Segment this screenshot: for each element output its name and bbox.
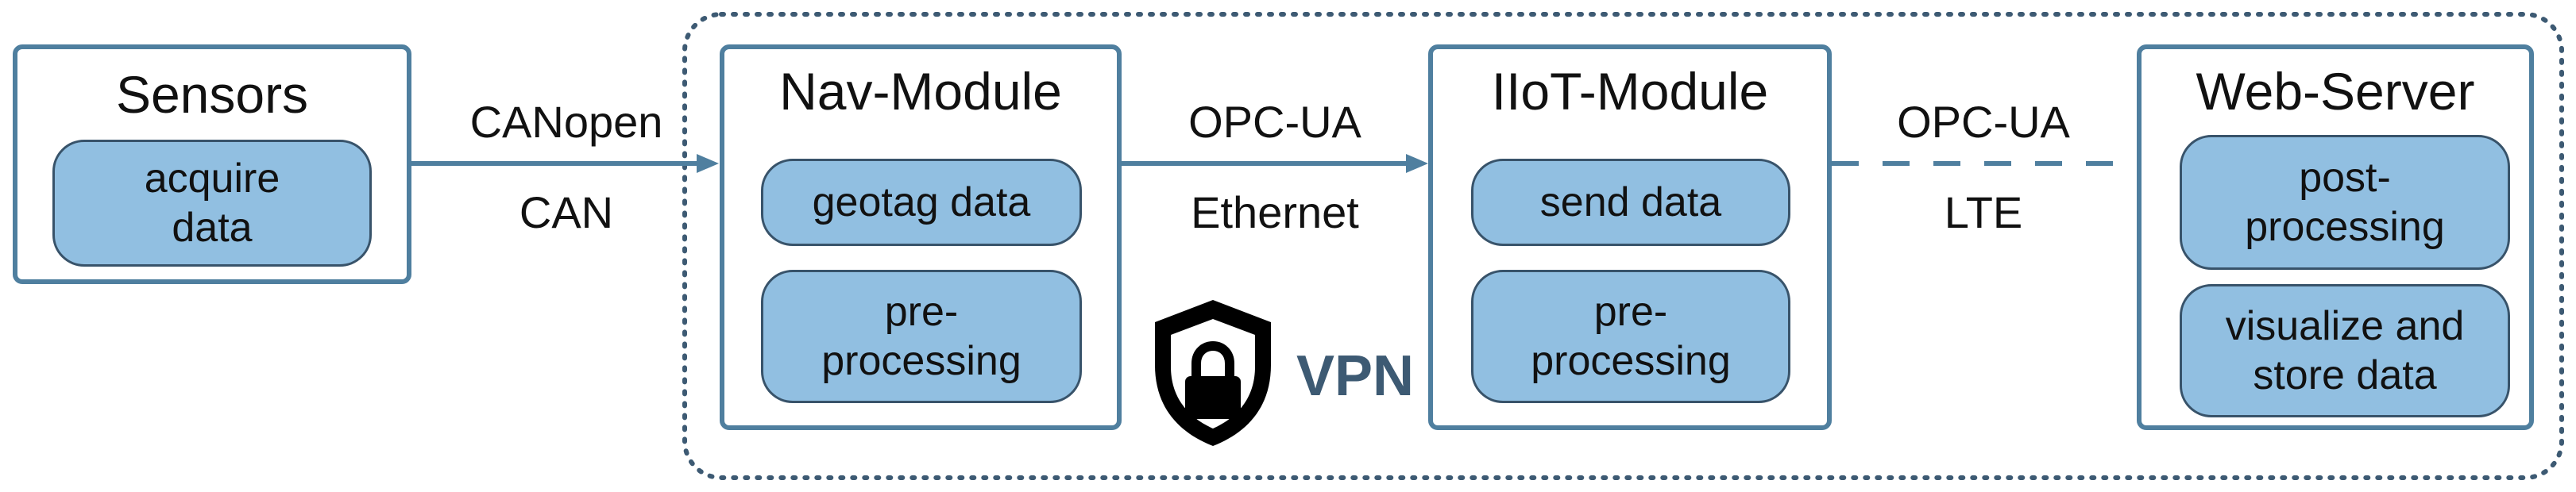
link-ethernet-arrowhead (1406, 154, 1428, 173)
link-can-medium: CAN (519, 187, 614, 237)
sensors-module: Sensors acquire data (13, 44, 411, 284)
link-lte-medium: LTE (1944, 187, 2023, 237)
geotag-data-task: geotag data (761, 159, 1082, 246)
send-data-task: send data (1471, 159, 1790, 246)
post-processing-task: post- processing (2180, 135, 2510, 270)
sensors-title: Sensors (115, 65, 309, 124)
nav-pre-processing-task: pre- processing (761, 270, 1082, 403)
nav-module: Nav-Module geotag data pre- processing (720, 44, 1122, 430)
iiot-module-title: IIoT-Module (1491, 62, 1769, 121)
iiot-module: IIoT-Module send data pre- processing (1428, 44, 1832, 430)
vpn-label: VPN (1296, 344, 1415, 408)
link-ethernet-medium: Ethernet (1191, 187, 1359, 237)
web-server-title: Web-Server (2196, 62, 2475, 121)
link-ethernet-protocol: OPC-UA (1188, 97, 1361, 147)
link-can-protocol: CANopen (469, 97, 663, 147)
nav-module-title: Nav-Module (779, 62, 1062, 121)
web-server-module: Web-Server post- processing visualize an… (2137, 44, 2534, 430)
link-lte-protocol: OPC-UA (1897, 97, 2070, 147)
visualize-store-task: visualize and store data (2180, 284, 2510, 417)
shield-lock-icon (1155, 300, 1271, 446)
iiot-pre-processing-task: pre- processing (1471, 270, 1790, 403)
link-can-arrowhead (697, 154, 719, 173)
acquire-data-task: acquire data (52, 140, 372, 267)
